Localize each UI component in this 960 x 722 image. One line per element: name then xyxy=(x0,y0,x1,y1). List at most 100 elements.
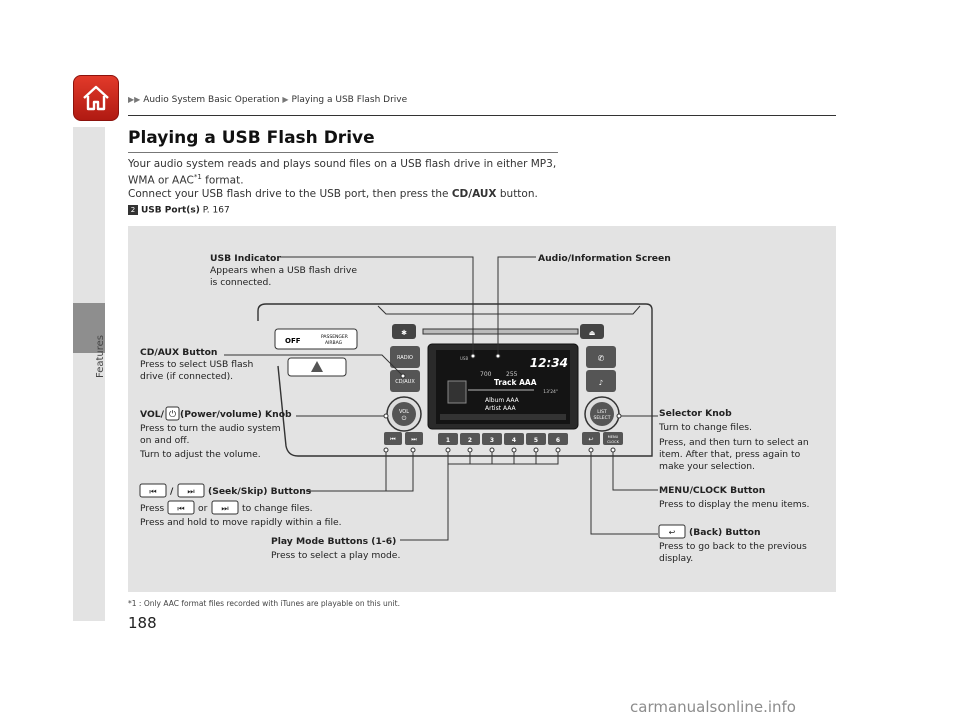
selector-desc: Turn to change files. xyxy=(658,422,752,433)
vol-knob-center xyxy=(392,402,416,426)
preset-button-1[interactable] xyxy=(438,433,458,445)
preset-label: 6 xyxy=(556,437,560,444)
footnote: *1 : Only AAC format files recorded with… xyxy=(128,599,400,608)
radio-button[interactable] xyxy=(390,346,420,368)
breadcrumb-arrow-icon: ▶ xyxy=(282,95,289,104)
page-number: 188 xyxy=(128,614,157,632)
airbag-label: AIRBAG xyxy=(325,340,343,346)
usb-file-icon xyxy=(447,380,467,404)
preset-button-5[interactable] xyxy=(526,433,546,445)
airbag-indicator xyxy=(274,328,358,350)
phone-button[interactable] xyxy=(586,346,616,368)
back-icon: ↩ xyxy=(588,436,593,443)
back-button[interactable] xyxy=(582,432,600,445)
cd-aux-desc: Press to select USB flash xyxy=(140,359,253,370)
cd-aux-desc: drive (if connected). xyxy=(140,371,233,382)
vol-desc: Press to turn the audio system xyxy=(140,423,281,434)
seek-forward-button[interactable] xyxy=(405,432,423,445)
preset-label: 4 xyxy=(512,437,516,444)
section-label: Features xyxy=(95,335,106,378)
phone-icon: ✆ xyxy=(598,354,605,363)
usb-indicator-desc: Appears when a USB flash drive xyxy=(210,265,357,276)
reference-label: USB Port(s) xyxy=(141,205,200,216)
breadcrumb-item[interactable]: Audio System Basic Operation xyxy=(143,95,280,105)
preset-button-2[interactable] xyxy=(460,433,480,445)
screen-artist: Artist AAA xyxy=(485,405,517,412)
usb-indicator-icon: USB xyxy=(460,356,468,361)
body-line: Your audio system reads and plays sound … xyxy=(128,158,557,170)
selector-desc: item. After that, press again to xyxy=(659,449,801,460)
skip-back-icon: ⏮ xyxy=(390,436,396,443)
screen-album: Album AAA xyxy=(485,397,520,404)
power-icon: ⏻ xyxy=(169,409,176,420)
cd-slot xyxy=(422,328,579,335)
reference-arrow-icon: 2 xyxy=(128,205,138,215)
skip-forward-icon: ⏭ xyxy=(221,504,228,513)
selector-label: SELECT xyxy=(594,415,611,421)
screen-file: 255 xyxy=(506,371,518,378)
preset-button-4[interactable] xyxy=(504,433,524,445)
seek-back-button[interactable] xyxy=(384,432,402,445)
skip-back-icon-box xyxy=(139,483,167,498)
breadcrumb-item[interactable]: Playing a USB Flash Drive xyxy=(291,95,408,105)
cd-aux-button[interactable] xyxy=(390,370,420,392)
preset-buttons: 1 2 3 4 5 6 xyxy=(438,433,568,445)
preset-label: 5 xyxy=(534,437,538,444)
body-line: Connect your USB flash drive to the USB … xyxy=(128,188,538,200)
brightness-icon: ✱ xyxy=(401,329,407,337)
vol-desc: on and off. xyxy=(140,435,189,446)
page-title: Playing a USB Flash Drive xyxy=(128,128,375,148)
header-rule xyxy=(128,115,836,116)
screen-softkeys xyxy=(440,414,566,420)
preset-button-6[interactable] xyxy=(548,433,568,445)
usb-indicator-title: USB Indicator xyxy=(210,253,281,264)
play-mode-desc: Press to select a play mode. xyxy=(271,550,400,561)
back-icon: ↩ xyxy=(669,528,676,537)
footnote-marker[interactable]: *1 xyxy=(193,173,202,181)
seek-title: (Seek/Skip) Buttons xyxy=(208,486,312,497)
title-rule xyxy=(128,152,558,153)
back-desc: display. xyxy=(659,553,693,564)
seek-desc: or xyxy=(198,503,208,514)
selector-knob-center xyxy=(590,402,614,426)
breadcrumb: ▶▶ Audio System Basic Operation ▶ Playin… xyxy=(128,95,407,105)
leader-dots xyxy=(383,353,622,453)
preset-button-3[interactable] xyxy=(482,433,502,445)
preset-label: 3 xyxy=(490,437,494,444)
screen-clock: 12:34 xyxy=(530,356,568,370)
back-icon-box xyxy=(658,524,686,539)
reference-page: P. 167 xyxy=(202,205,230,216)
seek-desc: Press xyxy=(140,503,164,514)
panel-bevel xyxy=(377,305,641,315)
screen-track: Track AAA xyxy=(494,378,537,387)
screen-folder: 700 xyxy=(480,371,492,378)
body-line: WMA or AAC*1 format. xyxy=(128,173,244,187)
screen-time: 13'24" xyxy=(543,389,558,395)
body-text: WMA or AAC xyxy=(128,174,194,187)
sidebar-tab-features[interactable] xyxy=(73,303,105,353)
watermark: carmanualsonline.info xyxy=(630,698,796,716)
preset-label: 1 xyxy=(446,437,450,444)
menu-clock-button[interactable] xyxy=(603,432,623,445)
home-button[interactable] xyxy=(73,75,119,121)
menu-clock-desc: Press to display the menu items. xyxy=(659,499,809,510)
skip-forward-icon: ⏭ xyxy=(187,487,194,496)
vol-title-suffix: (Power/volume) Knob xyxy=(180,409,292,420)
radio-label: RADIO xyxy=(397,355,413,361)
eject-button[interactable] xyxy=(580,324,604,339)
skip-forward-icon: ⏭ xyxy=(411,436,417,443)
selector-desc: Press, and then turn to select an xyxy=(659,437,809,448)
vol-title-prefix: VOL/ xyxy=(140,409,165,420)
talk-button[interactable] xyxy=(586,370,616,392)
audio-screen-title: Audio/Information Screen xyxy=(538,253,671,264)
back-desc: Press to go back to the previous xyxy=(659,541,807,552)
vol-desc: Turn to adjust the volume. xyxy=(139,449,261,460)
body-text: Connect your USB flash drive to the USB … xyxy=(128,188,452,200)
power-icon: ⏻ xyxy=(402,415,407,422)
cd-aux-title: CD/AUX Button xyxy=(140,347,217,358)
menu-label: MENU xyxy=(608,435,619,439)
hazard-icon xyxy=(311,361,323,372)
brightness-button[interactable] xyxy=(392,324,416,339)
back-title: (Back) Button xyxy=(689,527,761,538)
